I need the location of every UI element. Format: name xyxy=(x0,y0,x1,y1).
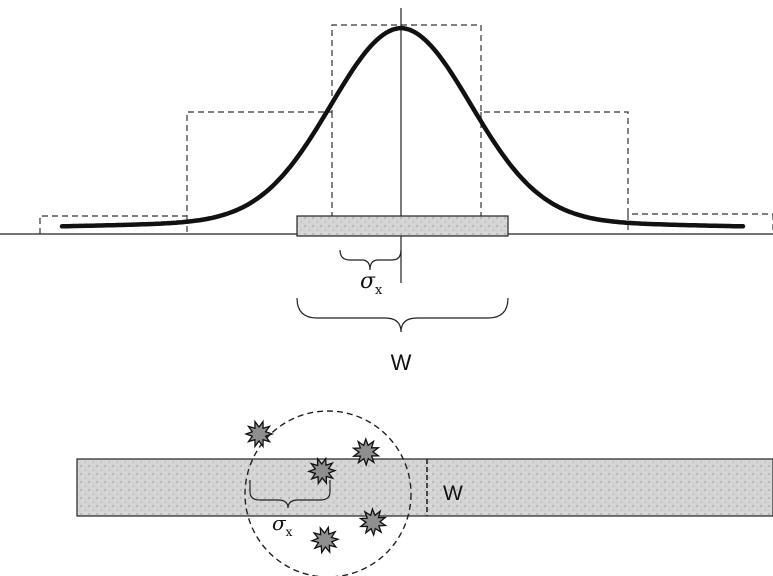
width-brace xyxy=(297,298,508,332)
gaussian-curve xyxy=(62,28,743,226)
width-label-bottom: W xyxy=(443,482,463,505)
width-label-top: W xyxy=(391,350,412,375)
particle-burst-icon xyxy=(312,527,338,552)
dashed-step-histogram xyxy=(40,25,773,234)
strip-diagram: W σx xyxy=(77,411,773,576)
particle-burst-icon xyxy=(246,422,272,447)
sigma-label-top: σx xyxy=(360,269,383,298)
gaussian-diagram: σx W xyxy=(0,8,773,375)
sigma-brace xyxy=(340,250,401,270)
strip-bar xyxy=(77,459,773,516)
width-bar xyxy=(297,216,508,236)
